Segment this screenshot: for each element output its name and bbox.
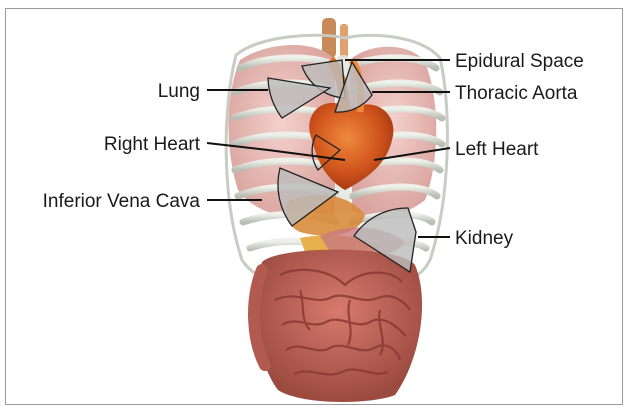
label-kidney: Kidney <box>455 228 514 249</box>
label-inferior-vena-cava: Inferior Vena Cava <box>43 191 201 212</box>
label-epidural-space: Epidural Space <box>455 51 584 72</box>
label-lung: Lung <box>158 81 200 102</box>
intestines <box>254 250 422 402</box>
label-left-heart: Left Heart <box>455 139 539 160</box>
label-right-heart: Right Heart <box>104 134 201 155</box>
label-thoracic-aorta: Thoracic Aorta <box>455 83 578 104</box>
